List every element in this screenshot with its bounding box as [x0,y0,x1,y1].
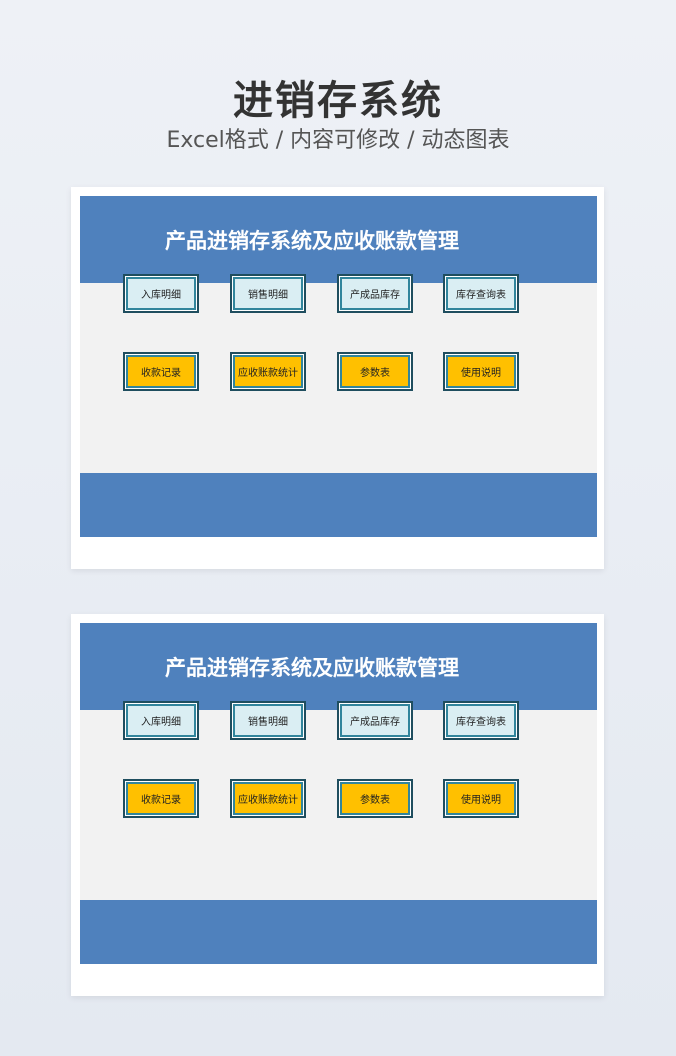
nav-button[interactable]: 销售明细 [230,274,306,313]
page-subtitle: Excel格式 / 内容可修改 / 动态图表 [166,128,510,153]
nav-button-label: 参数表 [340,782,410,815]
nav-button[interactable]: 产成品库存 [337,701,413,740]
page-title: 进销存系统 [233,78,443,124]
nav-button-label: 应收账款统计 [233,355,303,388]
nav-button-label: 产成品库存 [340,704,410,737]
nav-button-label: 库存查询表 [446,277,516,310]
panel-footer [80,473,597,537]
nav-button-label: 应收账款统计 [233,782,303,815]
preview-panel: 产品进销存系统及应收账款管理 入库明细 销售明细 产成品库存 库存查询表收款记录 应收账… [71,614,604,996]
nav-button[interactable]: 入库明细 [123,274,199,313]
nav-button[interactable]: 使用说明 [443,352,519,391]
nav-button[interactable]: 销售明细 [230,701,306,740]
nav-button-label: 收款记录 [126,355,196,388]
nav-button-label: 销售明细 [233,704,303,737]
nav-button-label: 入库明细 [126,704,196,737]
nav-button[interactable]: 收款记录 [123,779,199,818]
nav-button[interactable]: 参数表 [337,779,413,818]
panel-header: 产品进销存系统及应收账款管理 [80,623,597,710]
panel-title: 产品进销存系统及应收账款管理 [165,656,459,680]
nav-button-label: 参数表 [340,355,410,388]
panel-body: 入库明细 销售明细 产成品库存 库存查询表收款记录 应收账款统计 参数表 使用说明 [80,701,597,900]
nav-button-label: 库存查询表 [446,704,516,737]
preview-panel: 产品进销存系统及应收账款管理 入库明细 销售明细 产成品库存 库存查询表收款记录 应收账… [71,187,604,569]
nav-button[interactable]: 库存查询表 [443,274,519,313]
nav-button-label: 使用说明 [446,355,516,388]
nav-button-label: 销售明细 [233,277,303,310]
nav-button-label: 产成品库存 [340,277,410,310]
nav-button[interactable]: 应收账款统计 [230,779,306,818]
panel-body: 入库明细 销售明细 产成品库存 库存查询表收款记录 应收账款统计 参数表 使用说明 [80,274,597,473]
nav-button[interactable]: 使用说明 [443,779,519,818]
nav-button[interactable]: 收款记录 [123,352,199,391]
panel-footer [80,900,597,964]
panel-title: 产品进销存系统及应收账款管理 [165,229,459,253]
nav-button[interactable]: 产成品库存 [337,274,413,313]
nav-button[interactable]: 库存查询表 [443,701,519,740]
nav-button-label: 入库明细 [126,277,196,310]
panel-header: 产品进销存系统及应收账款管理 [80,196,597,283]
nav-button[interactable]: 入库明细 [123,701,199,740]
nav-button-label: 收款记录 [126,782,196,815]
nav-button[interactable]: 应收账款统计 [230,352,306,391]
nav-button-label: 使用说明 [446,782,516,815]
nav-button[interactable]: 参数表 [337,352,413,391]
